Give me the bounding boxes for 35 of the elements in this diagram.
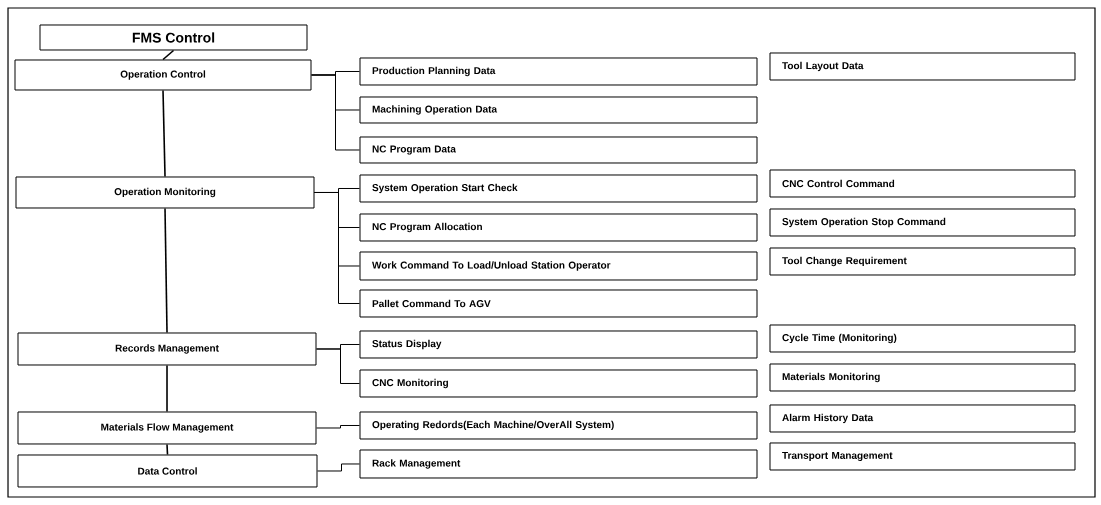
item-box: Production Planning Data [359, 57, 758, 86]
item-box: CNC Control Command [769, 169, 1076, 198]
item-box: System Operation Start Check [359, 174, 758, 203]
item-box: Alarm History Data [769, 404, 1076, 433]
item-box: Cycle Time (Monitoring) [769, 324, 1076, 353]
item-box: Work Command To Load/Unload Station Operator [359, 251, 758, 281]
item-box: Operating Redords(Each Machine/OverAll System) [359, 411, 758, 440]
category-box: Records Management [17, 332, 317, 366]
category-box: Operation Monitoring [15, 176, 315, 209]
item-box: NC Program Data [359, 136, 758, 164]
connector-line [162, 89, 166, 178]
item-box: Tool Change Requirement [769, 247, 1076, 276]
item-box: CNC Monitoring [359, 369, 758, 398]
item-box: System Operation Stop Command [769, 208, 1076, 237]
connector-line [166, 364, 168, 413]
item-box: Materials Monitoring [769, 363, 1076, 392]
connector-line [314, 192, 360, 304]
connector-line [316, 348, 360, 384]
connector-line [311, 74, 360, 151]
connector-line [166, 443, 169, 456]
title-box: FMS Control [39, 24, 308, 51]
item-box: NC Program Allocation [359, 213, 758, 242]
item-box: Tool Layout Data [769, 52, 1076, 81]
item-box: Machining Operation Data [359, 96, 758, 124]
category-box: Materials Flow Management [17, 411, 317, 445]
item-box: Status Display [359, 330, 758, 359]
category-box: Operation Control [14, 59, 312, 91]
connector-line [316, 425, 360, 429]
connector-line [162, 49, 175, 61]
connector-line [317, 463, 360, 472]
connector-line [164, 207, 168, 334]
item-box: Transport Management [769, 442, 1076, 471]
category-box: Data Control [17, 454, 318, 488]
item-box: Pallet Command To AGV [359, 289, 758, 318]
item-box: Rack Management [359, 449, 758, 479]
